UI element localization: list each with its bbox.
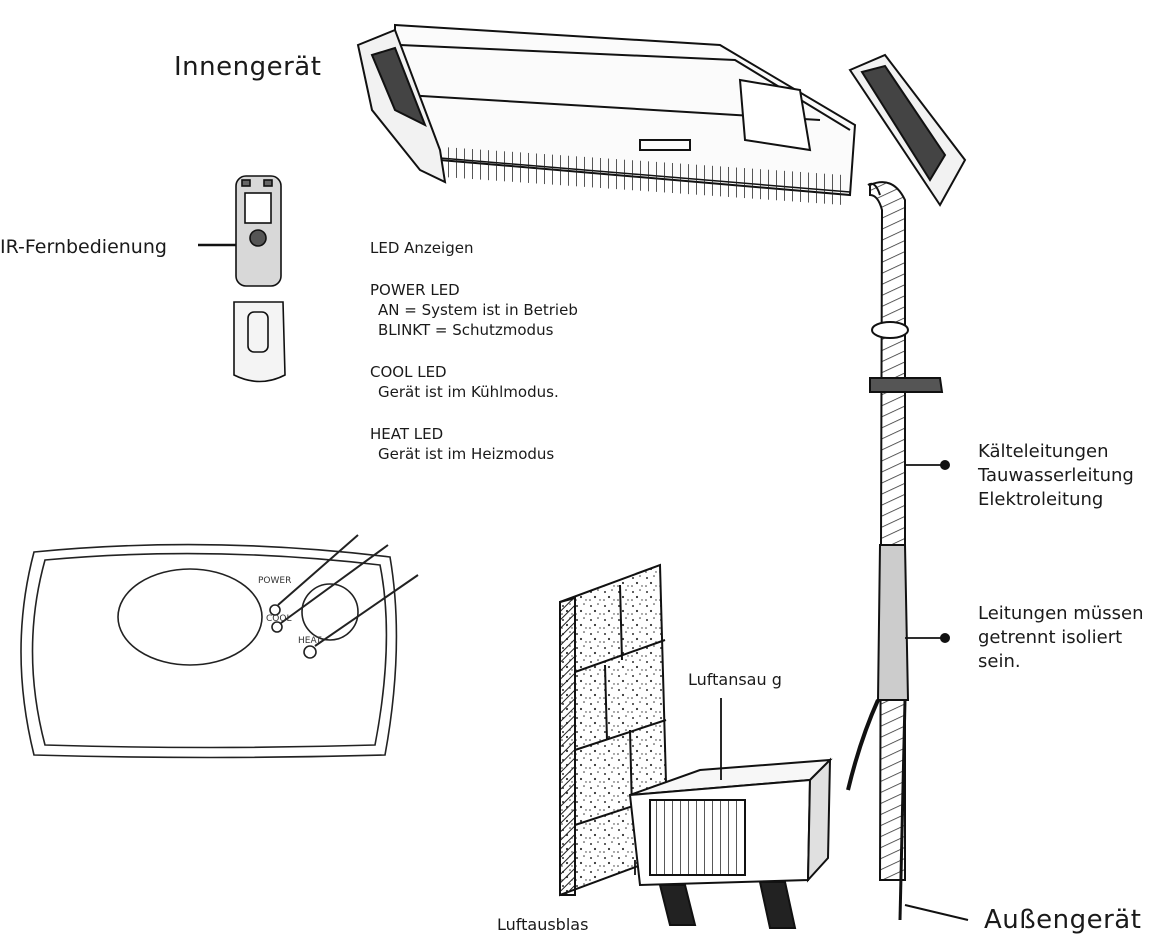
cool-led-line1: Gerät ist im Kühlmodus.	[378, 383, 559, 401]
insulation-line3: sein.	[978, 651, 1021, 672]
led-heading: LED Anzeigen	[370, 239, 474, 257]
air-outlet-label: Luftausblas	[497, 915, 589, 934]
panel-cool-label: COOL	[266, 614, 292, 624]
panel-heat-label: HEAT	[298, 636, 322, 646]
led-legend: LED Anzeigen POWER LED AN = System ist i…	[370, 238, 578, 464]
pipes-line2: Tauwasserleitung	[978, 465, 1134, 486]
heat-led-title: HEAT LED	[370, 425, 444, 443]
insulation-line2: getrennt isoliert	[978, 627, 1123, 648]
power-led-line2: BLINKT = Schutzmodus	[378, 321, 554, 339]
insulation-line1: Leitungen müssen	[978, 603, 1144, 624]
outdoor-unit-drawing	[628, 698, 833, 929]
outdoor-unit-label: Außengerät	[984, 905, 1142, 935]
air-intake-label: Luftansau g	[688, 670, 782, 689]
display-panel-drawing	[20, 534, 419, 759]
power-led-title: POWER LED	[370, 281, 460, 299]
remote-label: IR-Fernbedienung	[0, 236, 167, 258]
pipe-bundle-drawing	[846, 181, 969, 921]
pipes-line3: Elektroleitung	[978, 489, 1104, 510]
indoor-unit-label: Innengerät	[174, 52, 322, 82]
cool-led-title: COOL LED	[370, 363, 447, 381]
indoor-unit-drawing	[356, 23, 967, 207]
heat-led-line1: Gerät ist im Heizmodus	[378, 445, 555, 463]
power-led-line1: AN = System ist in Betrieb	[378, 301, 578, 319]
remote-control-drawing	[198, 175, 286, 383]
pipes-label: Kälteleitungen Tauwasserleitung Elektrol…	[978, 440, 1134, 512]
insulation-note: Leitungen müssen getrennt isoliert sein.	[978, 602, 1143, 674]
panel-power-label: POWER	[258, 576, 292, 586]
pipes-line1: Kälteleitungen	[978, 441, 1109, 462]
